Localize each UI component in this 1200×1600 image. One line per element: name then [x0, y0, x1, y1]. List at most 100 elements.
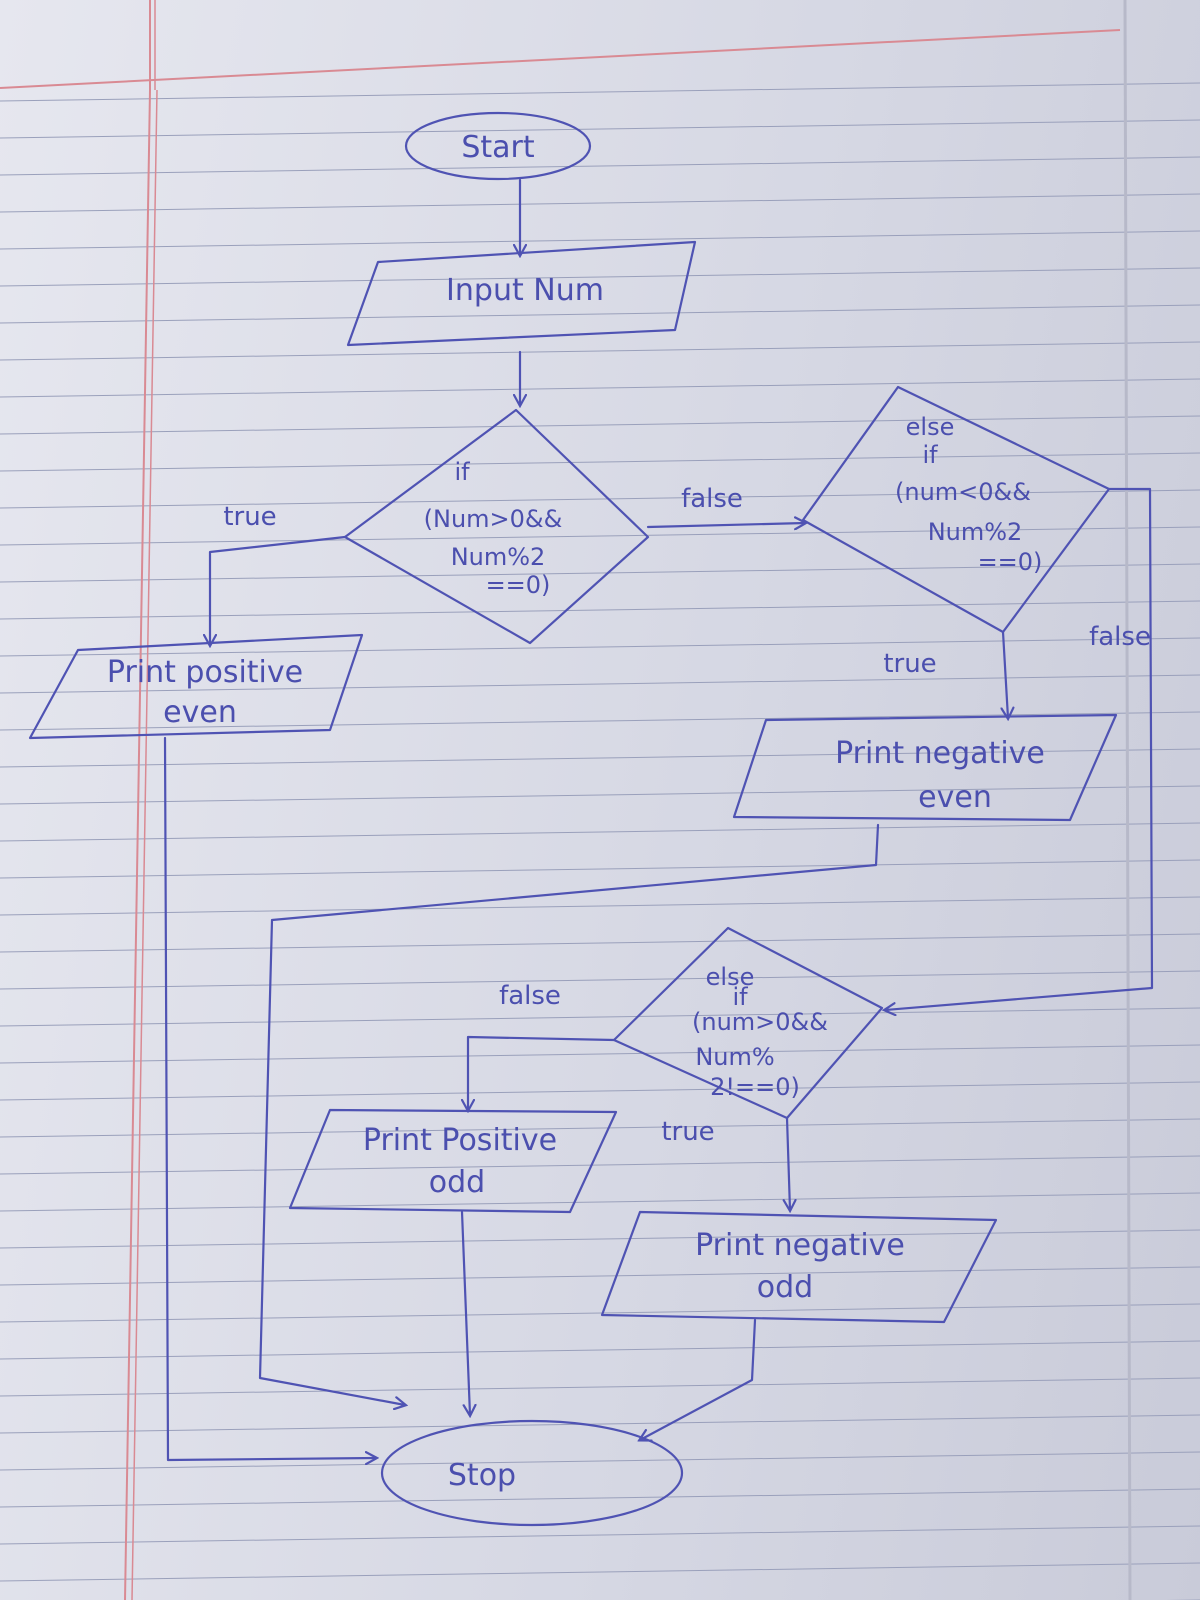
rule-line [0, 1525, 1200, 1545]
decision-1-diamond [343, 408, 650, 645]
stop-oval [380, 1419, 684, 1527]
arrow-decision-3-true [787, 1116, 790, 1210]
print-negative-even-node: Print negative even [732, 713, 1118, 822]
edge-label-decision-3-true: true [661, 1117, 714, 1147]
rule-line [0, 1081, 1200, 1101]
print-negative-even-line-1: Print negative [835, 736, 1045, 771]
decision-1-line-3: Num%2 [451, 543, 546, 571]
print-positive-even-parallelogram [28, 633, 364, 740]
edge-label-decision-2-false: false [1089, 622, 1151, 652]
rule-line [0, 1044, 1200, 1064]
rule-line [0, 156, 1200, 176]
rule-line [0, 1414, 1200, 1434]
rule-line [0, 1488, 1200, 1508]
decision-3: else if (num>0&& Num% 2!==0) [612, 926, 884, 1120]
arrow-negative-odd-to-stop [640, 1318, 757, 1440]
arrow-negative-even-to-stop [258, 823, 880, 1405]
rule-line [0, 378, 1200, 398]
input-node: Input Num [346, 240, 697, 347]
rule-line [0, 822, 1200, 842]
rule-line [0, 748, 1200, 768]
decision-1-line-4: ==0) [486, 571, 551, 599]
rule-line [0, 637, 1200, 657]
print-negative-odd-parallelogram [600, 1210, 998, 1324]
rule-line [0, 933, 1200, 953]
arrow-positive-odd-to-stop [460, 1210, 470, 1415]
margin-line [124, 89, 151, 1600]
print-negative-even-line-2: even [918, 780, 992, 815]
print-positive-even-line-2: even [163, 695, 237, 730]
rule-line [0, 267, 1200, 287]
rule-line [0, 1340, 1200, 1360]
print-positive-odd-line-1: Print Positive [363, 1123, 557, 1158]
decision-2-line-3: (num<0&& [895, 478, 1031, 506]
rule-line [0, 193, 1200, 213]
print-positive-odd-parallelogram [288, 1108, 618, 1214]
edge-label-decision-3-false: false [499, 981, 561, 1011]
print-positive-even-line-1: Print positive [107, 655, 303, 690]
decision-2-line-1: else [906, 413, 955, 441]
arrow-decision-3-false [468, 1035, 616, 1110]
start-terminal: Start [404, 111, 592, 181]
print-negative-odd-line-1: Print negative [695, 1228, 905, 1263]
decision-2-line-4: Num%2 [928, 518, 1023, 546]
print-negative-odd-line-2: odd [757, 1270, 813, 1305]
decision-3-line-1: else [706, 963, 755, 991]
arrow-positive-even-to-stop [163, 736, 376, 1460]
rule-line [0, 119, 1200, 139]
rule-line [0, 1118, 1200, 1138]
arrow-decision-2-true [1003, 630, 1008, 718]
print-positive-odd-line-2: odd [429, 1165, 485, 1200]
rule-line [0, 1229, 1200, 1249]
decision-2-line-5: ==0) [978, 548, 1043, 576]
decision-2-diamond [801, 385, 1111, 634]
rule-line [0, 489, 1200, 509]
rule-line [0, 452, 1200, 472]
input-parallelogram [346, 240, 697, 347]
edge-label-decision-1-false: false [681, 484, 743, 514]
arrow-decision-1-true [210, 535, 347, 645]
print-positive-even-node: Print positive even [28, 633, 364, 740]
rule-line [0, 711, 1200, 731]
rule-line [0, 82, 1200, 102]
start-label: Start [461, 130, 535, 165]
rule-line [0, 600, 1200, 620]
decision-3-line-4: Num% [695, 1043, 774, 1071]
margin-line-2 [131, 89, 158, 1600]
rule-line [0, 785, 1200, 805]
edge-label-decision-2-true: true [883, 649, 936, 679]
header-line [0, 29, 1121, 89]
rule-line [0, 970, 1200, 990]
rule-line [0, 896, 1200, 916]
stop-label: Stop [448, 1458, 516, 1493]
stop-terminal: Stop [380, 1419, 684, 1527]
decision-1-line-2: (Num>0&& [424, 505, 563, 533]
rule-line [0, 1377, 1200, 1397]
rule-line [0, 674, 1200, 694]
arrow-decision-2-false [885, 487, 1154, 1010]
rule-line [0, 1562, 1200, 1582]
rule-line [0, 563, 1200, 583]
input-label: Input Num [446, 273, 604, 308]
arrow-decision-1-false [646, 523, 805, 527]
rule-line [0, 230, 1200, 250]
print-negative-odd-node: Print negative odd [600, 1210, 998, 1324]
rule-line [0, 1303, 1200, 1323]
rule-line [0, 1007, 1200, 1027]
decision-3-line-5: 2!==0) [710, 1073, 800, 1101]
decision-3-line-2: if [732, 983, 748, 1011]
decision-1-line-1: if [454, 458, 470, 486]
decision-3-line-3: (num>0&& [692, 1008, 828, 1036]
rule-line [0, 304, 1200, 324]
rule-line [0, 341, 1200, 361]
print-positive-odd-node: Print Positive odd [288, 1108, 618, 1214]
start-oval [404, 111, 592, 181]
rule-line [0, 1266, 1200, 1286]
rule-line [0, 1451, 1200, 1471]
rule-line [0, 415, 1200, 435]
rule-line [0, 1155, 1200, 1175]
rule-line [0, 859, 1200, 879]
